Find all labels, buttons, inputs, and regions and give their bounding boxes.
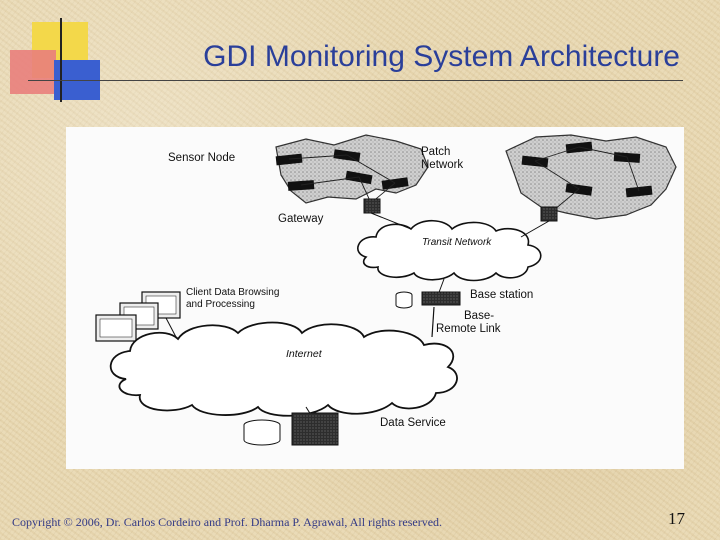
label-base-station: Base station <box>470 289 533 301</box>
base-station-disk <box>395 295 413 309</box>
architecture-diagram: Sensor Node Patch Network Gateway Transi… <box>66 127 684 469</box>
label-transit-network: Transit Network <box>422 237 492 248</box>
sensor-node <box>287 180 315 191</box>
label-network: Network <box>421 159 463 171</box>
title-underline <box>28 80 683 81</box>
sensor-node <box>275 153 303 166</box>
gateway-transit-link <box>370 212 412 230</box>
label-internet: Internet <box>286 348 323 360</box>
label-data-service: Data Service <box>380 417 446 429</box>
label-client-line1: Client Data Browsing <box>186 287 279 298</box>
decor-red-square <box>10 50 56 94</box>
gateway-right <box>540 206 558 222</box>
label-gateway: Gateway <box>278 213 324 225</box>
copyright-footer: Copyright © 2006, Dr. Carlos Cordeiro an… <box>12 515 443 529</box>
gateway-left <box>363 198 381 214</box>
client-terminals <box>95 291 181 342</box>
page-number: 17 <box>668 509 685 528</box>
base-station-computer <box>421 291 461 306</box>
transit-network-cloud <box>357 219 542 282</box>
label-base-remote-line1: Base- <box>464 310 494 322</box>
internet-cloud <box>109 321 458 417</box>
label-patch: Patch <box>421 146 450 158</box>
gateway-transit-link <box>520 220 550 238</box>
sensor-node <box>565 141 593 154</box>
sensor-node <box>625 185 653 198</box>
patch-network-left <box>275 134 429 204</box>
data-service-disk <box>243 425 281 446</box>
label-client-line2: and Processing <box>186 299 255 310</box>
label-base-remote-line2: Remote Link <box>436 323 501 335</box>
decor-vertical-rule <box>60 18 62 102</box>
data-service-server <box>291 412 339 446</box>
label-sensor-node: Sensor Node <box>168 152 235 164</box>
base-remote-link <box>431 306 435 338</box>
slide-title: GDI Monitoring System Architecture <box>203 40 680 73</box>
